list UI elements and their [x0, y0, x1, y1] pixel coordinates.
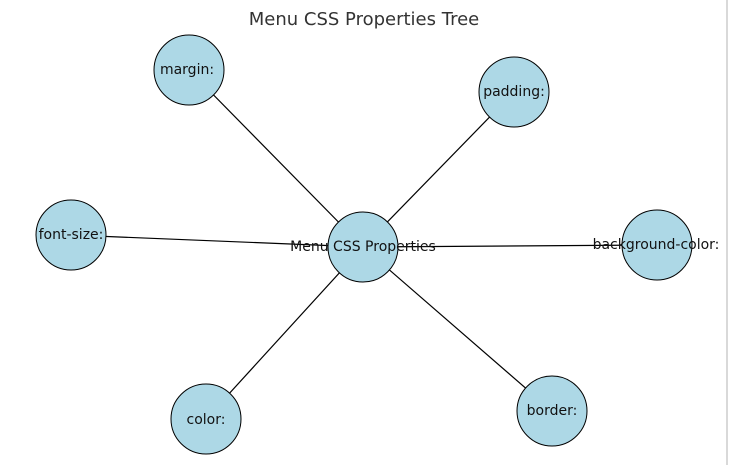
- edge-root-color: [205, 246, 364, 420]
- node-color[interactable]: [170, 383, 242, 455]
- edge-layer: [70, 69, 658, 420]
- edge-root-padding: [362, 91, 515, 248]
- diagram-body: Menu CSS Properties margin: padding: font-s…: [35, 34, 720, 455]
- node-font-size[interactable]: [35, 199, 107, 271]
- edge-root-border: [362, 246, 553, 412]
- node-label-background-color: background-color:: [593, 237, 720, 253]
- node-margin[interactable]: [153, 34, 225, 106]
- node-label-font-size: font-size:: [39, 227, 104, 243]
- label-layer: Menu CSS Properties margin: padding: font-s…: [39, 62, 720, 428]
- node-border[interactable]: [516, 375, 588, 447]
- node-layer: [35, 34, 693, 455]
- node-label-border: border:: [527, 403, 578, 419]
- diagram-title: Menu CSS Properties Tree: [249, 9, 479, 30]
- node-background-color[interactable]: [621, 209, 693, 281]
- node-label-color: color:: [187, 412, 226, 428]
- node-label-root: Menu CSS Properties: [290, 239, 436, 255]
- node-label-padding: padding:: [483, 84, 545, 100]
- edge-root-margin: [188, 69, 364, 248]
- edge-root-background-color: [362, 244, 658, 248]
- node-root[interactable]: [327, 211, 399, 283]
- node-padding[interactable]: [478, 56, 550, 128]
- edge-root-font-size: [70, 234, 364, 248]
- node-label-margin: margin:: [160, 62, 214, 78]
